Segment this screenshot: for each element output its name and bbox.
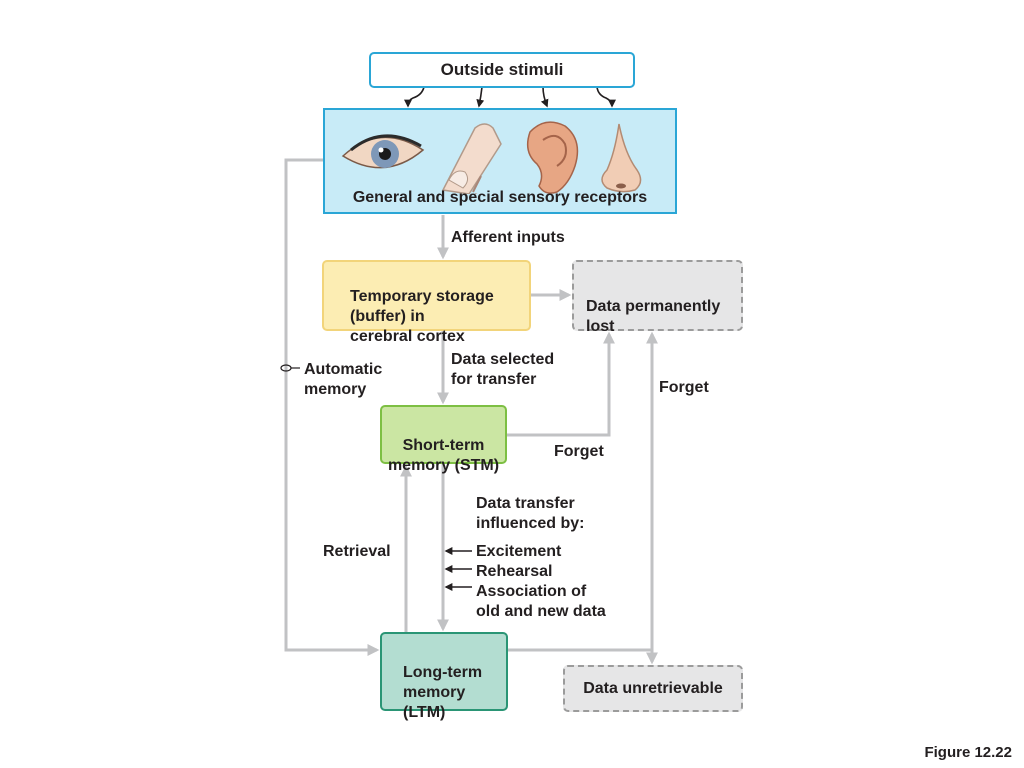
temporary-storage-box: Temporary storage (buffer) in cerebral c… xyxy=(322,260,531,345)
stimulus-arrow-4 xyxy=(596,86,616,108)
data-unretrievable-box: Data unretrievable xyxy=(563,665,743,712)
nose-icon xyxy=(601,123,642,193)
receptor-illustrations xyxy=(341,121,642,194)
sensory-receptors-box: General and special sensory receptors xyxy=(323,108,677,214)
long-term-memory-label: Long-term memory (LTM) xyxy=(403,664,483,721)
automatic-memory-label: Automatic memory xyxy=(304,361,383,398)
short-term-memory-box: Short-term memory (STM) xyxy=(380,405,507,474)
data-lost-label: Data permanently lost xyxy=(586,298,721,335)
outside-stimuli-label: Outside stimuli xyxy=(440,60,564,79)
data-lost-box: Data permanently lost xyxy=(572,260,743,335)
short-term-memory-label: Short-term memory (STM) xyxy=(387,437,500,474)
fingertip-icon xyxy=(441,123,502,194)
ear-icon xyxy=(526,121,579,194)
data-transfer-label: Data transfer influenced by: xyxy=(476,495,585,532)
long-term-memory-box: Long-term memory (LTM) xyxy=(380,632,508,721)
figure-label: Figure 12.22 xyxy=(924,744,1012,761)
influence-association: Association of old and new data xyxy=(476,583,606,620)
sensory-receptors-label: General and special sensory receptors xyxy=(352,189,648,206)
retrieval-label: Retrieval xyxy=(323,543,391,560)
automatic-memory-brace-icon xyxy=(280,364,300,372)
automatic-memory-line xyxy=(284,158,380,656)
stimulus-arrow-2 xyxy=(476,86,485,108)
afferent-inputs-label: Afferent inputs xyxy=(451,229,565,246)
stm-forget-arrow xyxy=(507,331,615,437)
data-selected-label: Data selected for transfer xyxy=(451,351,555,388)
influence-rehearsal: Rehearsal xyxy=(476,563,553,580)
forget-label-stm: Forget xyxy=(554,443,604,460)
stimulus-arrow-1 xyxy=(404,86,425,108)
outside-stimuli-box: Outside stimuli xyxy=(369,52,635,88)
influence-excitement: Excitement xyxy=(476,543,562,560)
data-unretrievable-label: Data unretrievable xyxy=(583,680,723,697)
temporary-storage-label: Temporary storage (buffer) in cerebral c… xyxy=(350,288,494,345)
stimulus-arrow-3 xyxy=(540,86,549,108)
forget-label-right: Forget xyxy=(659,379,709,396)
eye-icon xyxy=(341,134,425,169)
